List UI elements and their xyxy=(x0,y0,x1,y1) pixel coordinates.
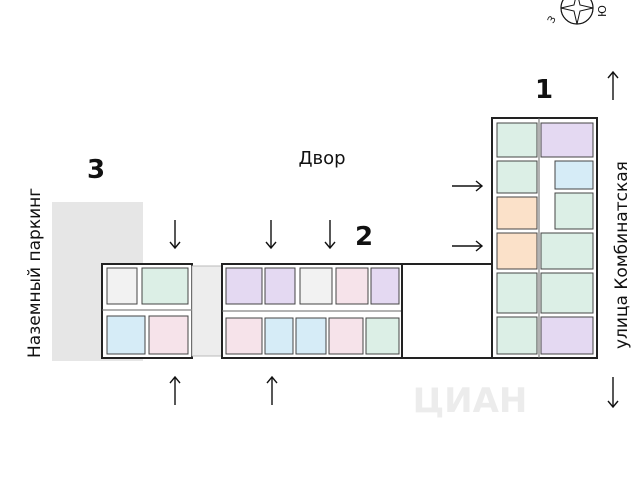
entrance-arrow-icon xyxy=(452,240,484,252)
section-3-building xyxy=(101,263,193,359)
compass-south-label: Ю xyxy=(596,5,609,17)
entrance-arrow-icon xyxy=(266,375,278,405)
entrance-arrow-icon xyxy=(169,375,181,405)
entrance-arrow-icon xyxy=(324,220,336,250)
section-2-number: 2 xyxy=(355,222,373,252)
passage xyxy=(401,263,493,359)
watermark: ЦИАН xyxy=(413,381,528,421)
entrance-arrow-icon xyxy=(169,220,181,250)
section-3-number: 3 xyxy=(87,155,105,185)
entrance-arrow-icon xyxy=(452,180,484,192)
compass: З Ю xyxy=(546,0,609,26)
section-1-building xyxy=(491,117,598,359)
street-arrow-up-icon xyxy=(607,70,619,100)
section-1-number: 1 xyxy=(535,75,553,105)
compass-west-label: З xyxy=(546,14,559,25)
parking-label: Наземный паркинг xyxy=(25,188,45,358)
yard-label: Двор xyxy=(298,148,345,169)
street-label: улица Комбинатская xyxy=(612,161,632,349)
street-arrow-down-icon xyxy=(607,377,619,409)
entrance-arrow-icon xyxy=(265,220,277,250)
section-2-building xyxy=(221,263,403,359)
connector-3-2 xyxy=(191,265,223,357)
